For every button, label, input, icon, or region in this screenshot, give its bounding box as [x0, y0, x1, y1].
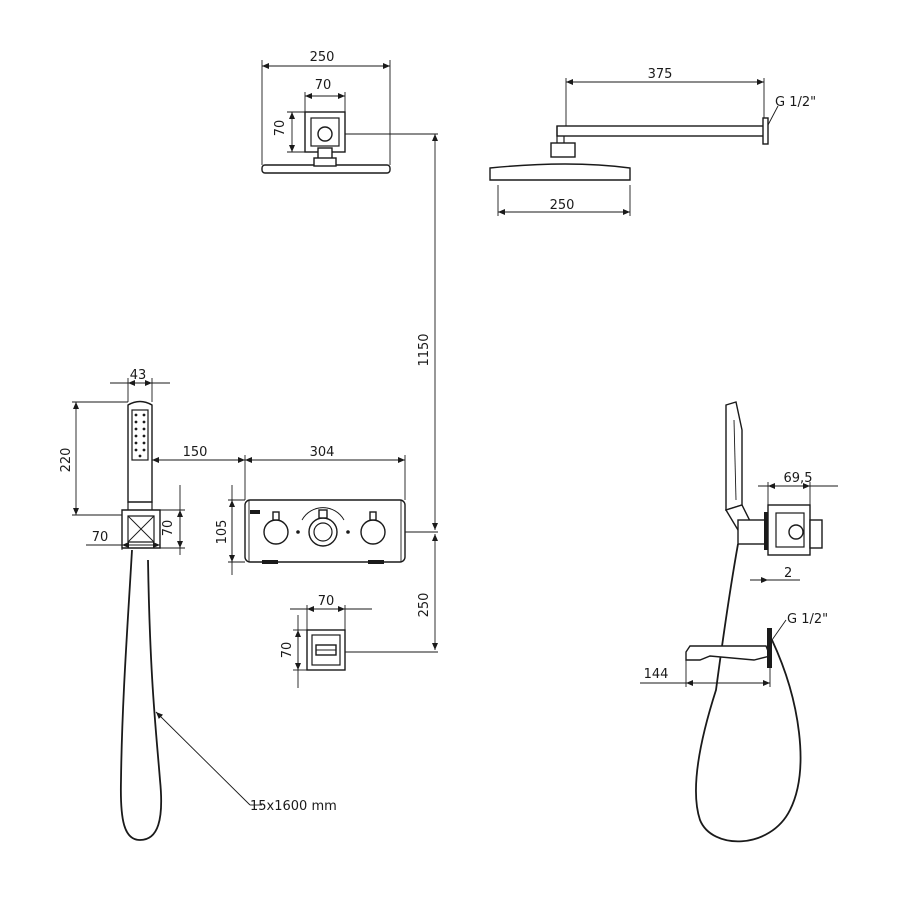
dim-side-box-depth: 69,5: [784, 471, 813, 486]
shower-arm: [556, 125, 766, 137]
overhead-shower-front-view: 250 70 70: [261, 50, 391, 174]
wall-outlet: 70 70: [280, 594, 372, 688]
hand-shower-assembly: 43 220 150 70 70 15x1600 mm: [59, 368, 337, 841]
right-knob: [360, 519, 386, 545]
side-head-body: [489, 163, 631, 181]
side-head-connector: [550, 142, 576, 158]
brand-mark: [250, 510, 260, 514]
dim-head-arm-height: 70: [273, 120, 288, 137]
dim-hand-width: 43: [130, 368, 147, 383]
side-box-connector: [788, 524, 804, 540]
dim-side-head-width: 250: [550, 198, 575, 213]
thermostatic-valve-panel: 304 105: [215, 445, 406, 575]
center-knob: [308, 517, 338, 547]
dim-arm-length: 375: [648, 67, 673, 82]
spray-nozzles: [134, 413, 146, 458]
side-view-assembly: 69,5 2 G 1/2" 144: [640, 401, 838, 843]
dim-outlet-height: 70: [280, 642, 295, 659]
overhead-shower-side-view: 375 G 1/2" 250: [489, 67, 816, 216]
dim-holder-width: 70: [92, 530, 109, 545]
dim-valve-height: 105: [215, 520, 230, 545]
bath-spout: [685, 645, 771, 661]
vertical-dimension-group: 1150 250: [345, 133, 438, 653]
thread-label-side: G 1/2": [787, 612, 828, 627]
dim-valve-to-outlet: 250: [417, 593, 432, 618]
hand-shower-face: [131, 409, 149, 461]
side-holder: [737, 519, 769, 545]
hand-shower-head: [127, 400, 153, 503]
arm-pipe-circle: [317, 126, 333, 142]
dim-spout-length: 144: [644, 667, 669, 682]
side-hose: [695, 543, 802, 843]
thread-label-top: G 1/2": [775, 95, 816, 110]
dim-outlet-width: 70: [318, 594, 335, 609]
wall-flange: [762, 117, 769, 145]
side-hand-shower: [725, 401, 743, 511]
dim-valve-width: 304: [310, 445, 335, 460]
dim-hand-height: 220: [59, 448, 74, 473]
dim-hand-to-valve: 150: [183, 445, 208, 460]
dim-head-to-valve: 1150: [417, 333, 432, 366]
hose: [119, 549, 163, 841]
dim-head-arm-width: 70: [315, 78, 332, 93]
dim-head-top-width: 250: [310, 50, 335, 65]
left-knob: [263, 519, 289, 545]
dim-side-offset: 2: [784, 566, 792, 581]
dim-holder-height: 70: [161, 520, 176, 537]
hose-spec-label: 15x1600 mm: [250, 799, 337, 814]
spout-wall-plate: [767, 628, 772, 668]
